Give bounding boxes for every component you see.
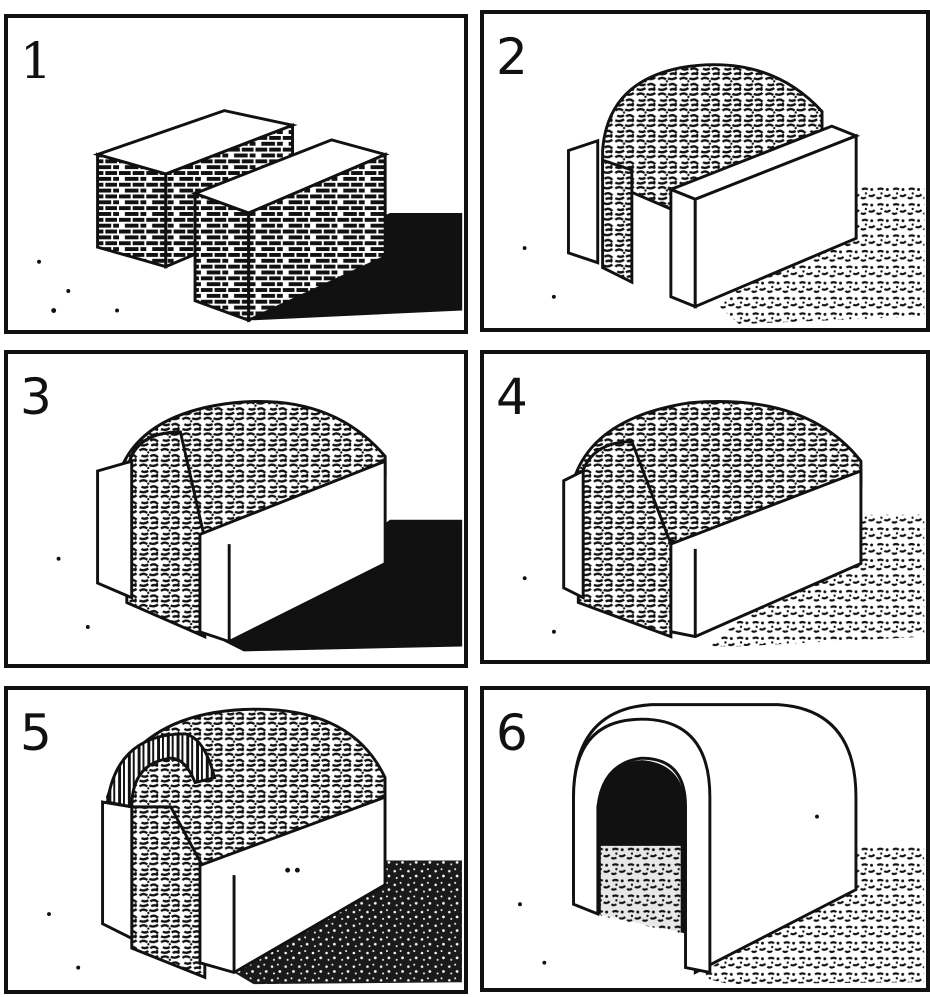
vault-with-arch-voussoirs-illustration [8,690,464,990]
step-number: 5 [20,708,52,758]
finished-vault-with-walls-illustration [484,354,926,660]
two-brick-walls-illustration [8,18,464,330]
step-4-panel: 4 [480,350,930,664]
step-6-panel: 6 [480,686,930,992]
step-number: 3 [20,372,52,422]
step-5-panel: 5 [4,686,468,994]
step-number: 6 [496,708,528,758]
step-1-panel: 1 [4,14,468,334]
form-and-vault-illustration [484,14,926,328]
completed-arched-tunnel-illustration [484,690,926,988]
vault-with-side-walls-illustration [8,354,464,664]
step-2-panel: 2 [480,10,930,332]
step-number: 1 [20,36,52,86]
step-3-panel: 3 [4,350,468,668]
step-number: 4 [496,372,528,422]
step-number: 2 [496,32,528,82]
